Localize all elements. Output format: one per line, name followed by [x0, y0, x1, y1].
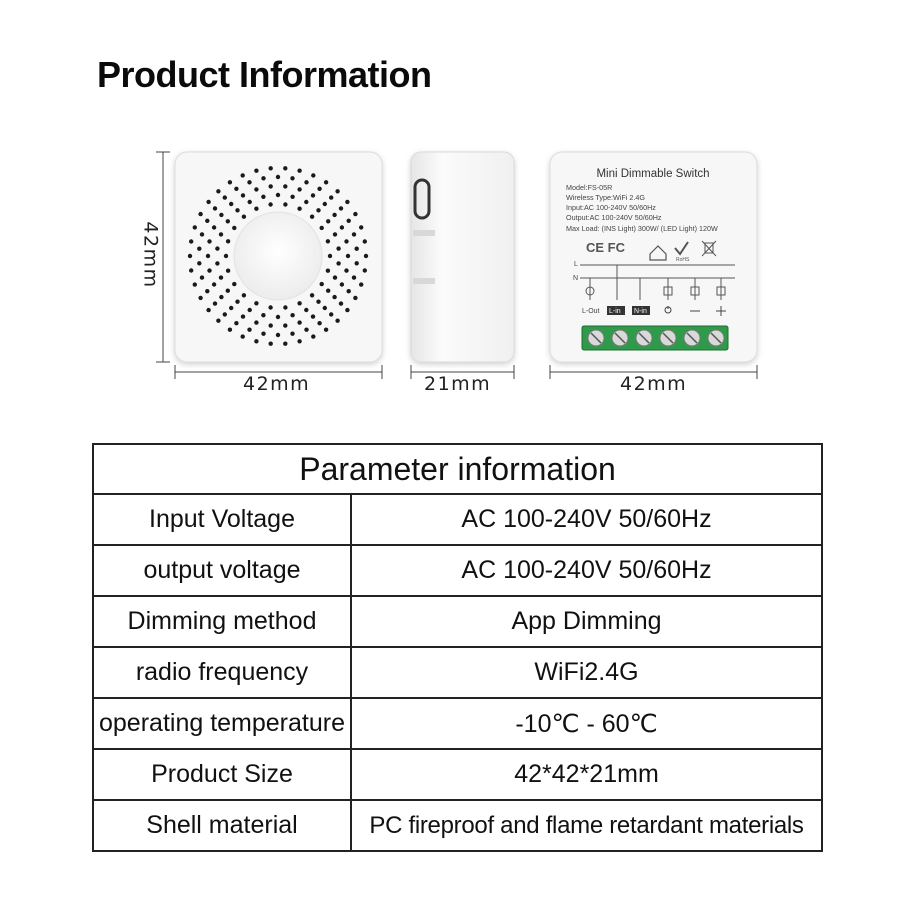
row-value: App Dimming	[349, 595, 824, 648]
weee-bin-icon	[701, 240, 717, 257]
table-row: output voltage AC 100-240V 50/60Hz	[92, 544, 824, 597]
row-value: -10℃ - 60℃	[349, 697, 824, 750]
device-back-view: Mini Dimmable Switch Model:FS-05R Wirele…	[549, 151, 758, 363]
spec-line: Max Load: (INS Light) 300W/ (LED Light) …	[566, 224, 718, 233]
speaker-holes	[187, 166, 369, 346]
certification-marks: CE FC	[586, 240, 626, 255]
table-row: Input Voltage AC 100-240V 50/60Hz	[92, 493, 824, 546]
back-label-title: Mini Dimmable Switch	[596, 168, 709, 180]
row-label: Dimming method	[92, 595, 352, 648]
spec-line: Wireless Type:WiFi 2.4G	[566, 193, 645, 202]
terminal-label: L-Out	[582, 308, 600, 315]
device-front-view	[174, 151, 383, 363]
product-figure: Mini Dimmable Switch Model:FS-05R Wirele…	[156, 151, 758, 379]
wiring-diagram	[580, 264, 735, 300]
table-header: Parameter information	[91, 443, 824, 495]
touch-button	[233, 211, 323, 301]
row-label: output voltage	[92, 544, 352, 597]
table-row: Shell material PC fireproof and flame re…	[92, 799, 824, 852]
row-value: AC 100-240V 50/60Hz	[349, 544, 824, 597]
front-height-dimension	[156, 151, 170, 363]
check-icon	[674, 241, 689, 256]
front-width-dimension	[174, 365, 383, 379]
house-icon	[649, 245, 667, 261]
wire-l-label: L	[574, 261, 578, 268]
side-depth-dimension	[410, 365, 515, 379]
rohs-mark: RoHS	[676, 257, 690, 263]
led-indicator-icon	[413, 178, 431, 220]
row-value: PC fireproof and flame retardant materia…	[349, 799, 824, 852]
row-value: AC 100-240V 50/60Hz	[349, 493, 824, 546]
row-value: 42*42*21mm	[349, 748, 824, 801]
device-side-view	[410, 151, 515, 363]
back-width-dimension	[549, 365, 758, 379]
side-depth-label: 21mm	[424, 373, 492, 395]
terminal-screws	[587, 329, 725, 347]
table-row: operating temperature -10℃ - 60℃	[92, 697, 824, 750]
table-row: Dimming method App Dimming	[92, 595, 824, 648]
row-label: Product Size	[92, 748, 352, 801]
row-label: Input Voltage	[92, 493, 352, 546]
front-height-label: 42mm	[139, 221, 162, 289]
row-label: Shell material	[92, 799, 352, 852]
row-value: WiFi2.4G	[349, 646, 824, 699]
row-label: operating temperature	[92, 697, 352, 750]
spec-line: Model:FS-05R	[566, 183, 612, 192]
front-width-label: 42mm	[243, 373, 311, 395]
terminal-label: L-in	[609, 308, 621, 315]
page-title: Product Information	[97, 54, 432, 95]
spec-line: Output:AC 100-240V 50/60Hz	[566, 213, 662, 222]
table-row: radio frequency WiFi2.4G	[92, 646, 824, 699]
terminal-symbols	[664, 306, 726, 316]
parameter-table: Parameter information Input Voltage AC 1…	[91, 443, 824, 852]
terminal-label: N-in	[634, 308, 647, 315]
spec-line: Input:AC 100-240V 50/60Hz	[566, 203, 656, 212]
row-label: radio frequency	[92, 646, 352, 699]
wire-n-label: N	[573, 275, 578, 282]
table-row: Product Size 42*42*21mm	[92, 748, 824, 801]
back-width-label: 42mm	[620, 373, 688, 395]
